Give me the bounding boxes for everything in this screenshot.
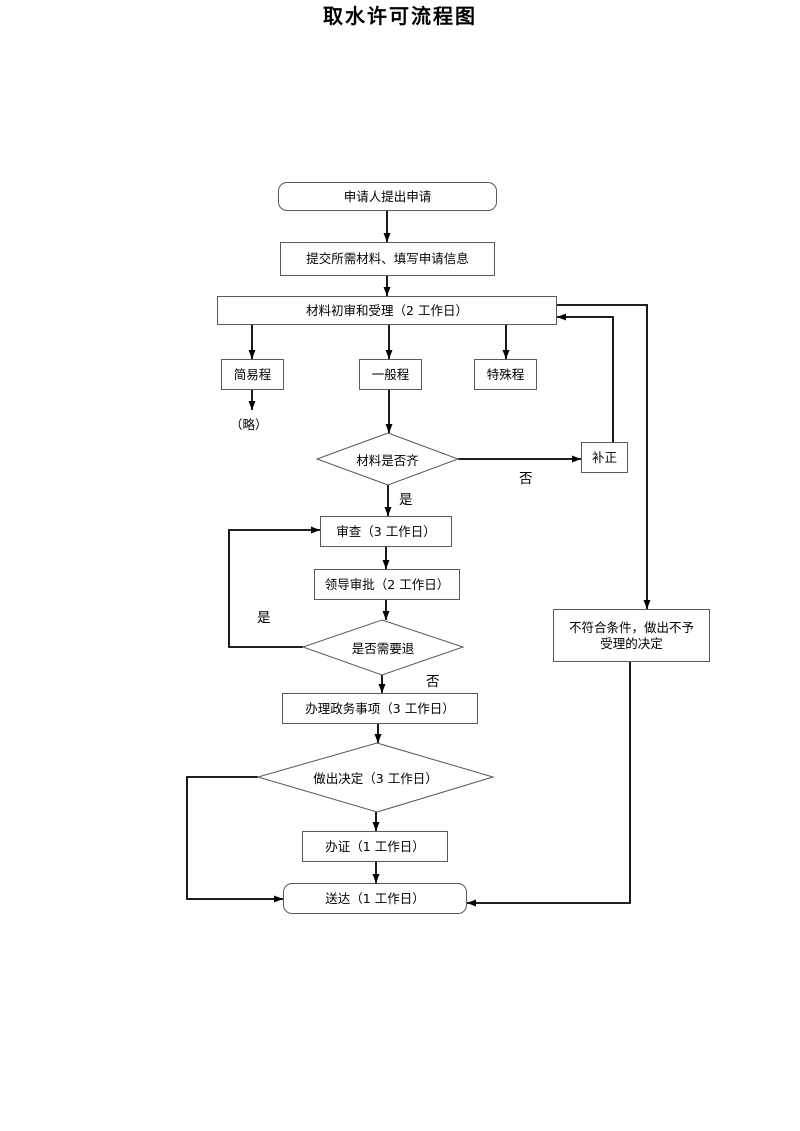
edge-label-yes-return: 是: [257, 610, 271, 626]
node-correction: 补正: [581, 442, 628, 473]
loop-decision-to-delivery: [186, 776, 283, 903]
node-submit-materials: 提交所需材料、填写申请信息: [280, 242, 495, 276]
node-issue-certificate: 办证（1 工作日）: [302, 831, 448, 862]
line-review-to-notaccept: [557, 304, 651, 609]
node-review: 审查（3 工作日）: [320, 516, 452, 547]
loop-return-yes-to-shencha: [228, 526, 320, 648]
flow-arrows: [248, 211, 581, 883]
node-simple-procedure: 简易程: [221, 359, 284, 390]
decision-diamonds: [256, 432, 495, 813]
routed-connectors: [186, 304, 651, 907]
page-title: 取水许可流程图: [323, 4, 477, 28]
node-special-procedure: 特殊程: [474, 359, 537, 390]
diamond-check-complete: [315, 432, 460, 486]
diamond-label-check-return: 是否需要退: [351, 640, 415, 656]
node-leader-approval: 领导审批（2 工作日）: [314, 569, 460, 600]
text-omitted: （略）: [230, 417, 268, 432]
node-not-accept: 不符合条件，做出不予 受理的决定: [553, 609, 710, 662]
diamond-make-decision: [256, 742, 495, 813]
node-delivery: 送达（1 工作日）: [283, 883, 467, 914]
node-initial-review: 材料初审和受理（2 工作日）: [217, 296, 557, 325]
diamond-check-return: [301, 619, 465, 676]
diamond-label-check-complete: 材料是否齐: [356, 452, 419, 468]
loop-correction-to-review: [557, 313, 614, 442]
node-not-accept-line2: 受理的决定: [600, 635, 663, 651]
edge-label-no-return: 否: [426, 674, 440, 690]
node-not-accept-line1: 不符合条件，做出不予: [568, 619, 694, 635]
node-general-procedure: 一般程: [359, 359, 422, 390]
node-applicant-apply: 申请人提出申请: [278, 182, 497, 211]
diamond-label-make-decision: 做出决定（3 工作日）: [313, 770, 438, 786]
node-handle-affairs: 办理政务事项（3 工作日）: [282, 693, 478, 724]
line-notaccept-to-delivery: [467, 662, 631, 907]
edge-label-no-complete: 否: [519, 471, 533, 487]
edge-label-yes-complete: 是: [399, 492, 413, 508]
